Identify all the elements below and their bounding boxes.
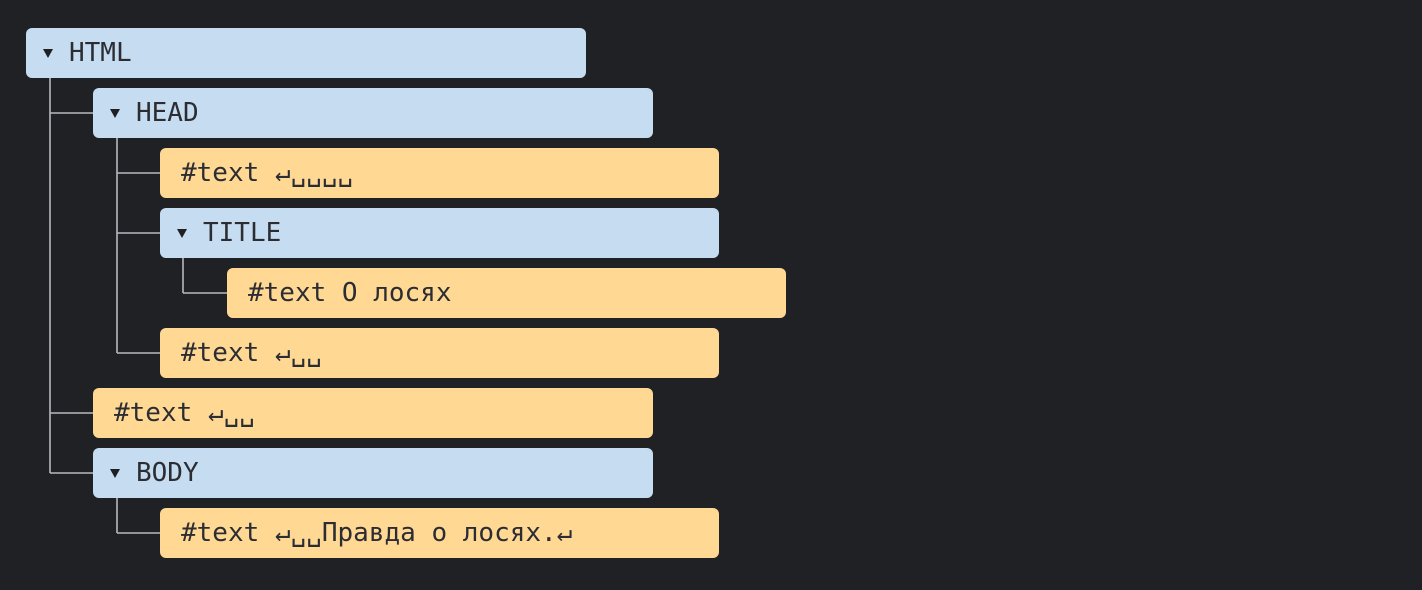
node-html[interactable]: HTML <box>26 28 586 78</box>
node-title-text[interactable]: #text О лосях <box>227 268 786 318</box>
node-body-label: BODY <box>136 458 199 488</box>
node-title-text-label: #text О лосях <box>248 278 452 308</box>
collapse-triangle-icon[interactable] <box>43 48 53 58</box>
node-html-text[interactable]: #text ↵␣␣ <box>93 388 653 438</box>
node-head-text-1[interactable]: #text ↵␣␣␣␣ <box>160 148 719 198</box>
collapse-triangle-icon[interactable] <box>110 468 120 478</box>
collapse-triangle-icon[interactable] <box>110 108 120 118</box>
node-head-text-2[interactable]: #text ↵␣␣ <box>160 328 719 378</box>
node-head-text-1-label: #text ↵␣␣␣␣ <box>181 158 354 188</box>
node-title[interactable]: TITLE <box>160 208 719 258</box>
node-body-text[interactable]: #text ↵␣␣Правда о лосях.↵ <box>160 508 719 558</box>
node-head[interactable]: HEAD <box>93 88 653 138</box>
node-title-label: TITLE <box>203 218 282 248</box>
node-body-text-label: #text ↵␣␣Правда о лосях.↵ <box>181 518 573 548</box>
node-html-label: HTML <box>69 38 132 68</box>
node-html-text-label: #text ↵␣␣ <box>114 398 255 428</box>
node-head-text-2-label: #text ↵␣␣ <box>181 338 322 368</box>
node-head-label: HEAD <box>136 98 199 128</box>
node-body[interactable]: BODY <box>93 448 653 498</box>
collapse-triangle-icon[interactable] <box>177 228 187 238</box>
